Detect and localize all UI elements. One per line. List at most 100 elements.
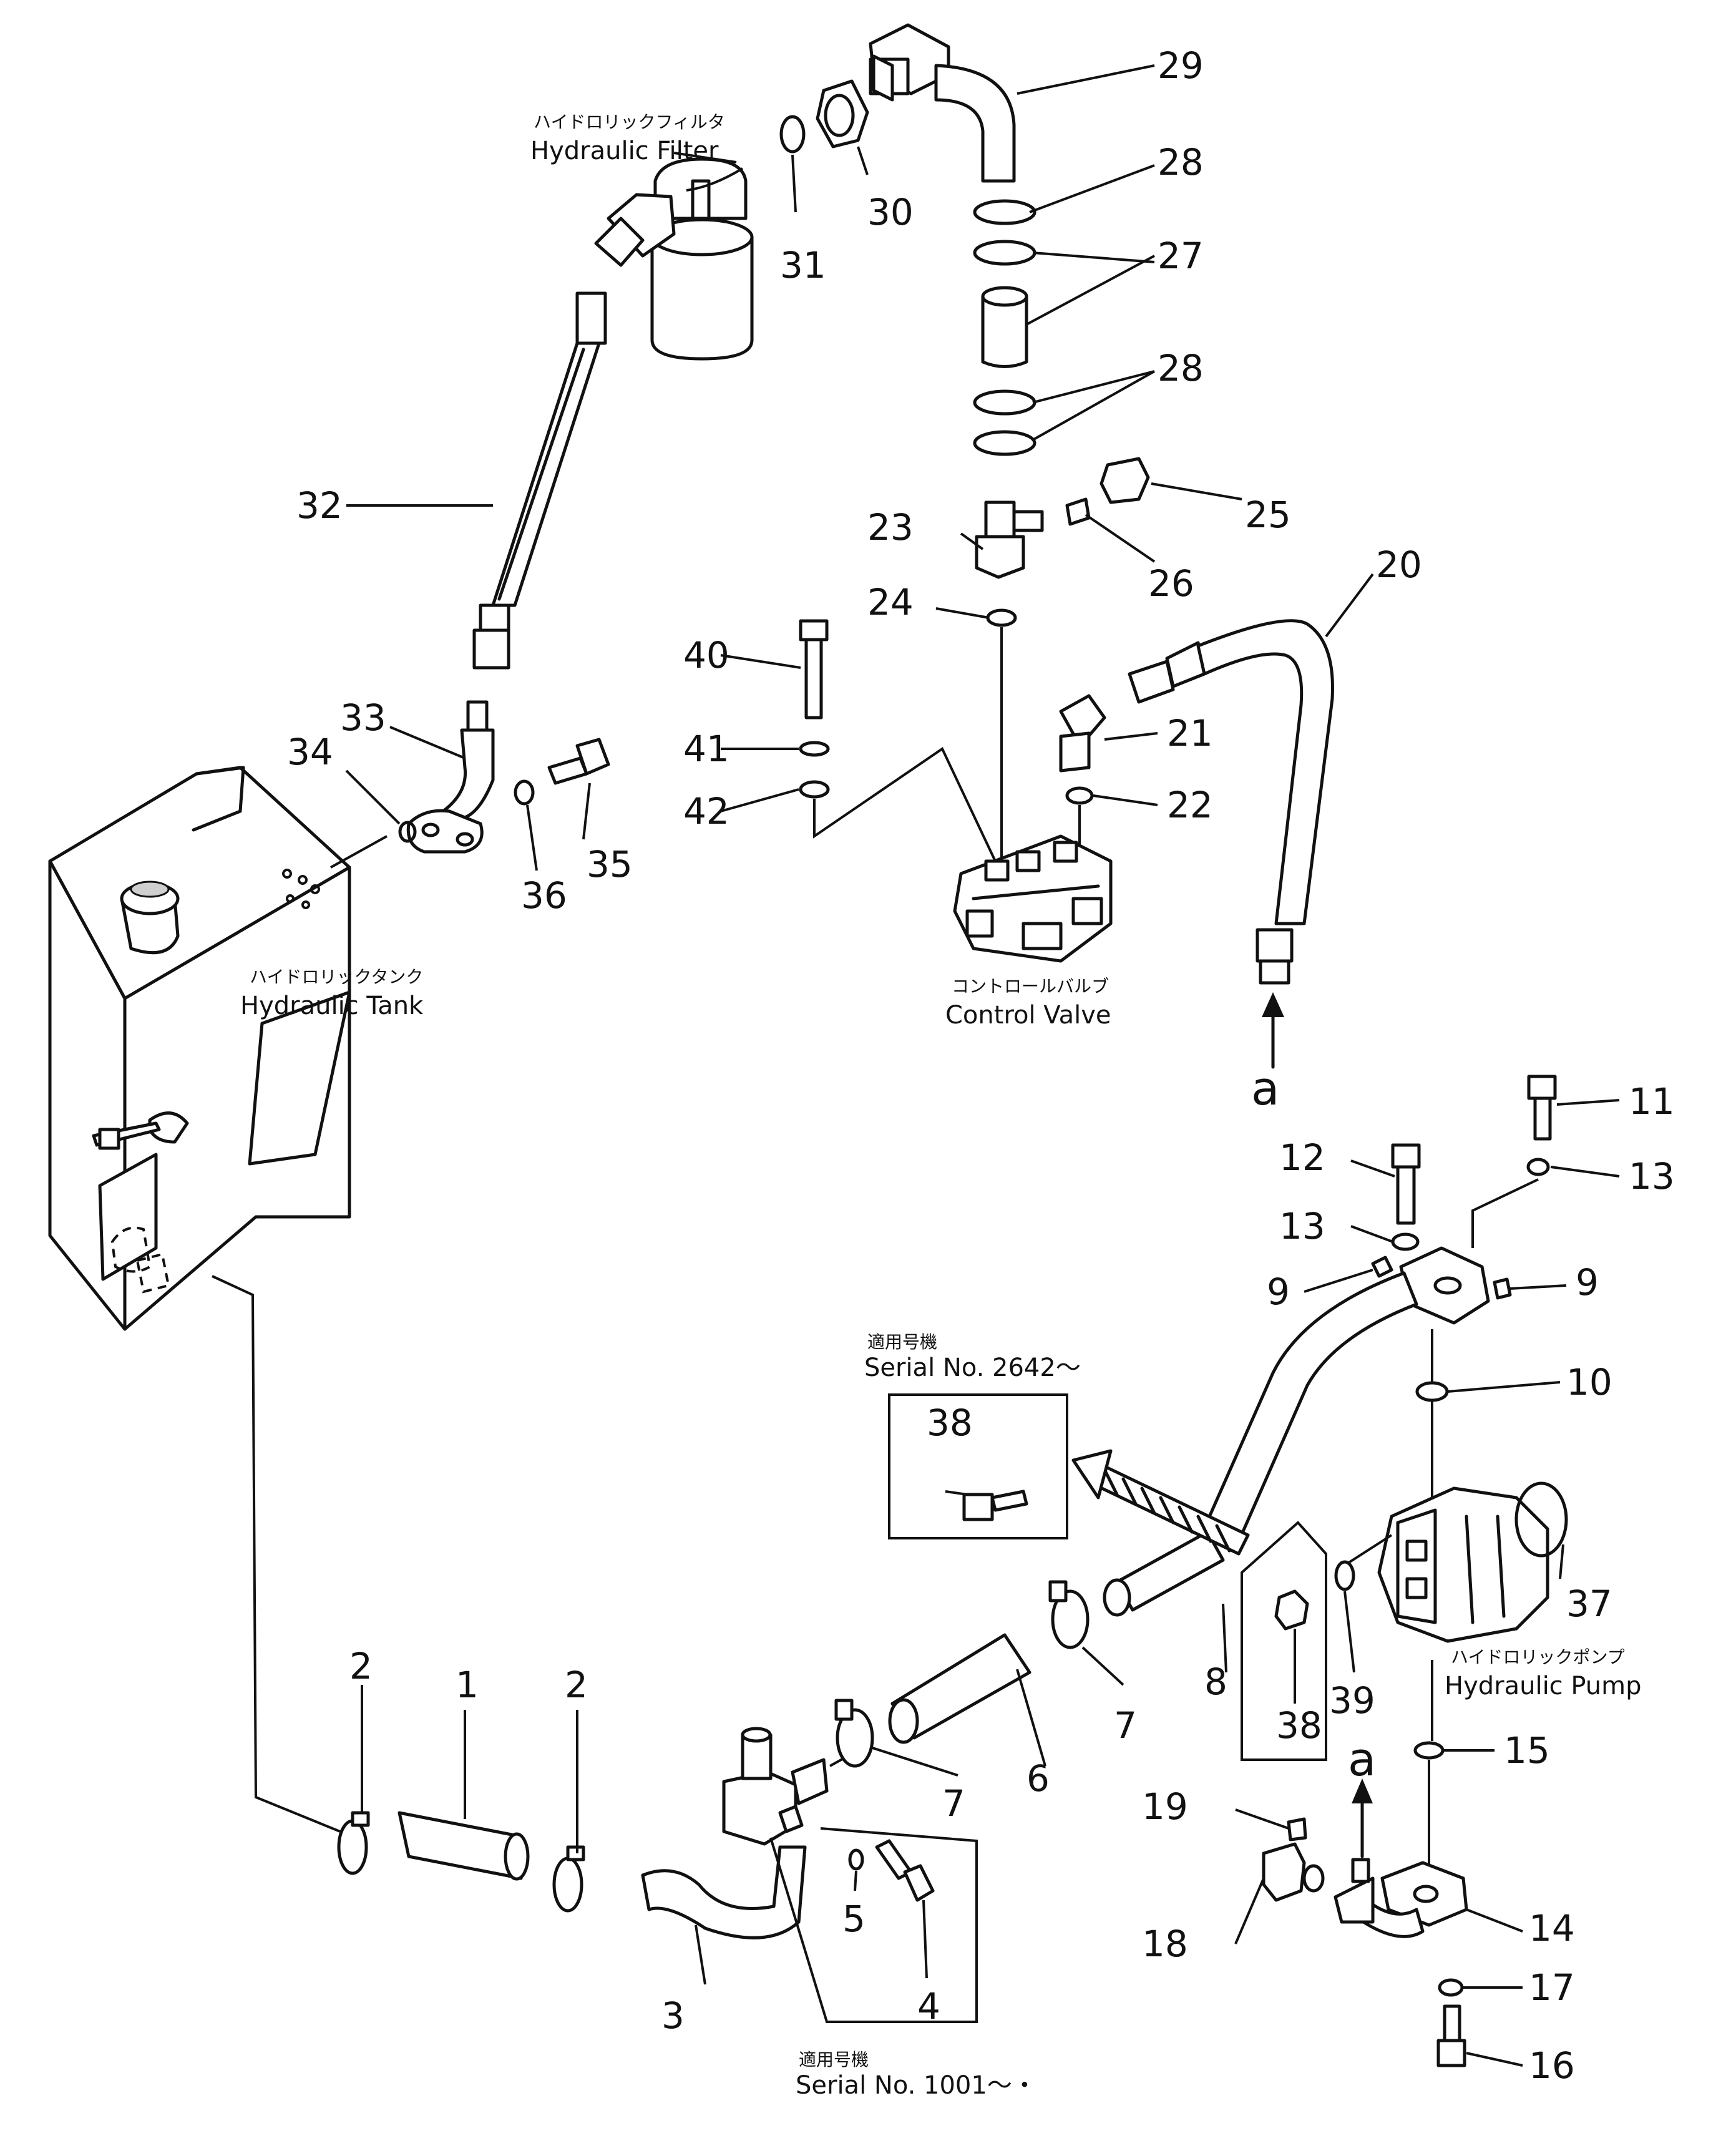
elbow-block — [722, 1727, 829, 1846]
flange-33 — [406, 700, 495, 854]
hose-8-end — [1103, 1578, 1131, 1617]
label-15: 15 — [1504, 1729, 1550, 1772]
pipe-8 — [1115, 1271, 1418, 1612]
label-25: 25 — [1245, 494, 1291, 536]
pipe-3 — [641, 1845, 807, 1939]
hydraulic-pump — [1377, 1486, 1549, 1643]
tee-18 — [1262, 1842, 1325, 1902]
label-24: 24 — [867, 581, 914, 623]
plug-19 — [1287, 1817, 1307, 1841]
hydraulic-filter-label-jp: ハイドロリックフィルタ — [534, 112, 725, 132]
label-36: 36 — [521, 874, 567, 917]
control-valve-label-jp: コントロールバルブ — [952, 976, 1109, 997]
o-ring-31 — [779, 115, 806, 154]
bolt-11 — [1527, 1075, 1557, 1141]
label-14: 14 — [1529, 1907, 1575, 1949]
label-7-left: 7 — [942, 1782, 965, 1825]
label-2-left: 2 — [349, 1645, 373, 1687]
serial-2642-label-jp: 適用号機 — [867, 1332, 937, 1352]
label-39: 39 — [1329, 1679, 1375, 1722]
bolt-4 — [875, 1839, 935, 1902]
elbow-21 — [1059, 694, 1106, 773]
label-42: 42 — [683, 790, 729, 832]
pump-flange-upper — [1399, 1246, 1490, 1325]
bolt-16 — [1436, 2004, 1466, 2067]
control-valve-label-en: Control Valve — [945, 1001, 1111, 1030]
hose-1 — [397, 1811, 530, 1881]
hose-6 — [888, 1633, 1031, 1744]
label-11: 11 — [1629, 1080, 1675, 1123]
flange-14 — [1334, 1858, 1468, 1938]
serial-1001-label-en: Serial No. 1001～・ — [796, 2071, 1037, 2100]
washer-42 — [799, 780, 830, 799]
label-2-right: 2 — [565, 1664, 588, 1706]
control-valve — [953, 834, 1113, 963]
hydraulic-tank-label-jp: ハイドロリックタンク — [250, 967, 423, 987]
label-26: 26 — [1148, 562, 1194, 605]
leader-lines — [345, 64, 1620, 2067]
label-3: 3 — [661, 1994, 685, 2037]
label-28-bottom: 28 — [1158, 347, 1204, 389]
detail-frame-38-lower — [1241, 1521, 1327, 1761]
nut-9-left — [1371, 1256, 1393, 1278]
label-29: 29 — [1158, 44, 1204, 87]
washer-17 — [1438, 1978, 1464, 1997]
o-ring-37 — [1514, 1481, 1568, 1558]
label-28-top: 28 — [1158, 141, 1204, 183]
bolt-35 — [547, 738, 610, 785]
label-41: 41 — [683, 728, 729, 770]
serial-2642-box — [888, 1393, 1068, 1539]
label-34: 34 — [287, 731, 333, 773]
washer-41 — [799, 741, 830, 757]
label-27: 27 — [1158, 235, 1204, 277]
label-18: 18 — [1142, 1923, 1188, 1965]
hydraulic-filter-label-en: Hydraulic Filter — [530, 137, 719, 165]
label-20: 20 — [1376, 544, 1422, 586]
hydraulic-tank-label-en: Hydraulic Tank — [240, 992, 424, 1020]
label-17: 17 — [1529, 1966, 1575, 2009]
label-13-right: 13 — [1629, 1155, 1675, 1198]
clamp-7-right — [1048, 1580, 1090, 1649]
label-22: 22 — [1167, 784, 1213, 826]
hose-20 — [1128, 619, 1334, 985]
washer-5 — [848, 1848, 864, 1871]
label-19: 19 — [1142, 1785, 1188, 1828]
o-ring-24 — [986, 608, 1017, 627]
o-ring-39 — [1334, 1560, 1355, 1591]
label-5: 5 — [842, 1898, 866, 1940]
bolt-12 — [1391, 1143, 1421, 1225]
clamps-28-top — [973, 199, 1036, 266]
label-8: 8 — [1204, 1661, 1227, 1703]
serial-2642-label-en: Serial No. 2642～ — [864, 1354, 1081, 1382]
hydraulic-tank — [48, 766, 351, 1331]
label-4: 4 — [917, 1985, 940, 2027]
washer-36 — [514, 779, 535, 806]
nut-30 — [816, 79, 869, 149]
label-16: 16 — [1529, 2044, 1575, 2087]
plug-26 — [1065, 497, 1091, 526]
hydraulic-pump-label-jp: ハイドロリックポンプ — [1451, 1647, 1625, 1667]
label-31: 31 — [780, 244, 826, 286]
clamp-2-left — [337, 1811, 370, 1875]
label-7-right: 7 — [1114, 1704, 1137, 1747]
o-ring-34 — [398, 821, 417, 843]
clamp-2-right — [552, 1845, 585, 1913]
tee-23 — [975, 500, 1044, 579]
label-23: 23 — [867, 506, 914, 549]
label-38-upper: 38 — [927, 1402, 973, 1444]
hose-27 — [981, 286, 1028, 368]
label-38-lower: 38 — [1276, 1704, 1322, 1747]
label-10: 10 — [1566, 1361, 1612, 1403]
label-37: 37 — [1566, 1583, 1612, 1625]
label-1: 1 — [456, 1664, 479, 1706]
washer-13-left — [1391, 1232, 1420, 1251]
clamps-28-bottom — [973, 389, 1036, 456]
o-ring-22 — [1065, 786, 1094, 805]
hydraulic-pump-label-en: Hydraulic Pump — [1445, 1672, 1642, 1700]
marker-a-lower: a — [1348, 1733, 1376, 1787]
label-32: 32 — [296, 484, 343, 527]
label-35: 35 — [587, 843, 633, 885]
hose-32 — [472, 291, 607, 670]
o-ring-10 — [1415, 1381, 1449, 1402]
